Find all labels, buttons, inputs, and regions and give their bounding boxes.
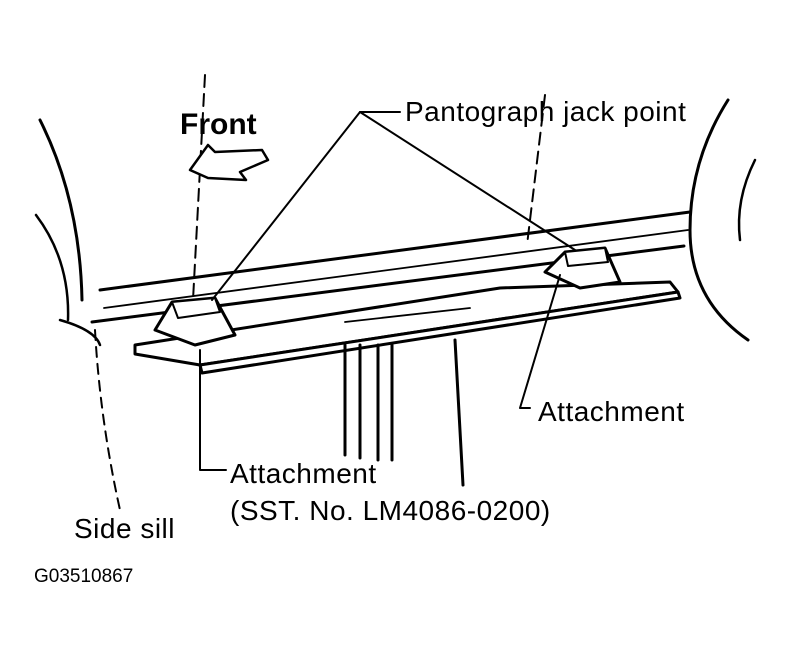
- pantograph-jack-point-label: Pantograph jack point: [405, 96, 687, 127]
- sst-number-label: (SST. No. LM4086-0200): [230, 495, 551, 526]
- left-wheel-arch: [38, 118, 84, 302]
- side-sill-pointer: [94, 329, 121, 511]
- left-body-curve: [58, 318, 102, 347]
- attachment-plate-slot: [344, 307, 471, 323]
- attachment-plate-edge: [198, 290, 682, 375]
- dash-line-left: [192, 74, 206, 301]
- figure-code: G03510867: [34, 566, 134, 587]
- attachment-left-label: Attachment: [230, 458, 377, 489]
- side-sill-inner: [103, 229, 689, 309]
- right-wheel-inner: [737, 158, 757, 242]
- leader-attachment-right: [519, 274, 561, 409]
- right-wheel-arch: [688, 98, 750, 342]
- side-sill-top: [98, 210, 692, 292]
- front-label: Front: [180, 108, 257, 141]
- right-jack-pad-top: [564, 247, 609, 267]
- leader-jack-point-left: [211, 111, 361, 301]
- side-sill-label: Side sill: [74, 513, 175, 544]
- left-jack-pad-top: [171, 297, 221, 319]
- attachment-right-label: Attachment: [538, 396, 685, 427]
- left-wheel-inner: [34, 213, 70, 322]
- front-arrow: [188, 143, 270, 182]
- leader-jack-point-right: [359, 111, 576, 251]
- jack-column-5: [453, 338, 465, 487]
- leader-attachment-left: [199, 349, 227, 471]
